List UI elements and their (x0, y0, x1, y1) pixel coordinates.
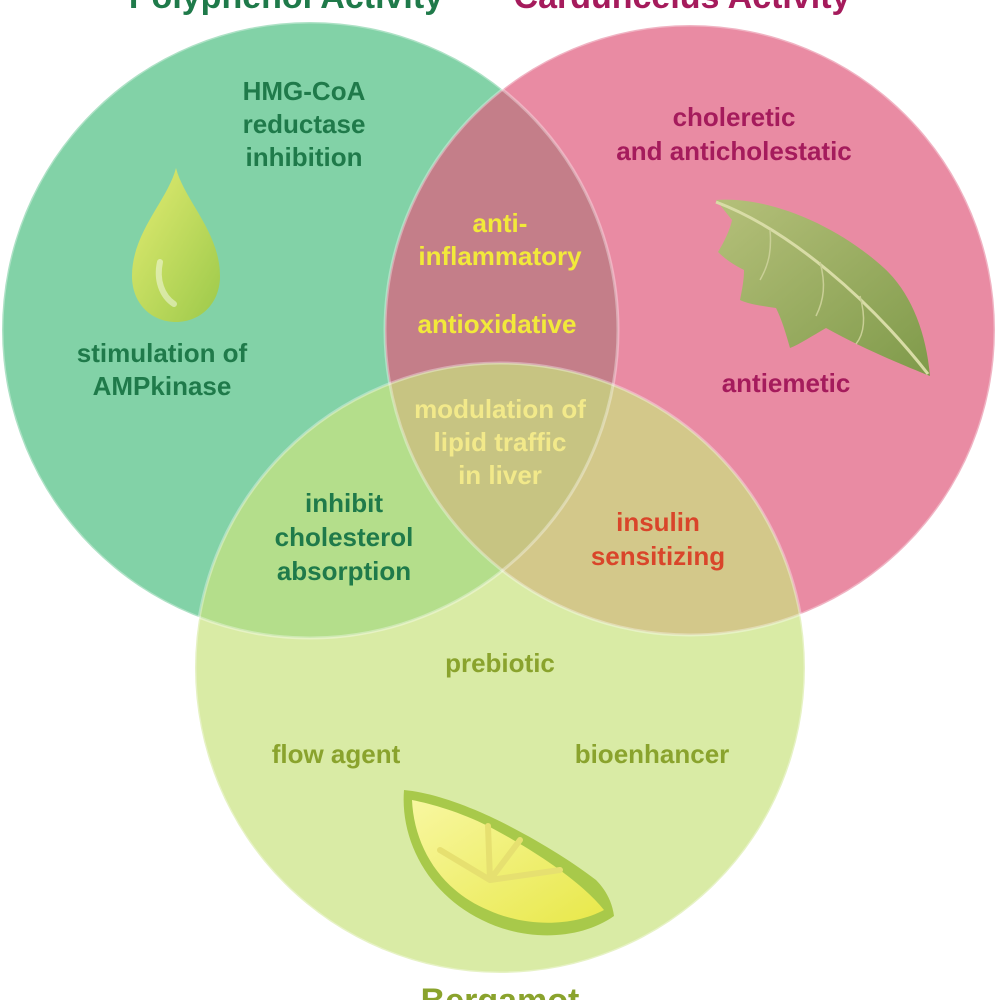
lemon-slice-icon (403, 790, 614, 936)
cholesterol-absorption-label-line2: cholesterol (275, 522, 414, 552)
choleretic-label-line1: choleretic (673, 102, 796, 132)
hmg-coa-label-line1: HMG-CoA (243, 76, 366, 106)
insulin-sensitizing-label-line1: insulin (616, 507, 700, 537)
anti-inflammatory-label-line1: anti- (473, 208, 528, 238)
flow-agent-label: flow agent (272, 739, 401, 769)
ampk-label-line2: AMPkinase (93, 371, 232, 401)
antioxidative-label: antioxidative (418, 309, 577, 339)
bergamot-circle (195, 363, 805, 973)
insulin-sensitizing-label-line2: sensitizing (591, 541, 725, 571)
drop-icon (132, 168, 220, 322)
leaf-icon (715, 199, 930, 376)
polyphenol-title: Polyphenol Activity (129, 0, 443, 16)
ampk-label-line1: stimulation of (77, 338, 248, 368)
bioenhancer-label: bioenhancer (575, 739, 730, 769)
choleretic-label-line2: and anticholestatic (616, 136, 852, 166)
bergamot-title: Bergamot (421, 982, 580, 1000)
cholesterol-absorption-label-line1: inhibit (305, 488, 383, 518)
anti-inflammatory-label-line2: inflammatory (418, 241, 582, 271)
lipid-traffic-label-line1: modulation of (414, 394, 586, 424)
hmg-coa-label-line3: inhibition (246, 142, 363, 172)
hmg-coa-label-line2: reductase (243, 109, 366, 139)
cholesterol-absorption-label-line3: absorption (277, 556, 411, 586)
lipid-traffic-label-line3: in liver (458, 460, 542, 490)
lipid-traffic-label-line2: lipid traffic (434, 427, 567, 457)
prebiotic-label: prebiotic (445, 648, 555, 678)
carduncelus-title: Carduncelus Activity (514, 0, 851, 16)
antiemetic-label: antiemetic (722, 368, 851, 398)
